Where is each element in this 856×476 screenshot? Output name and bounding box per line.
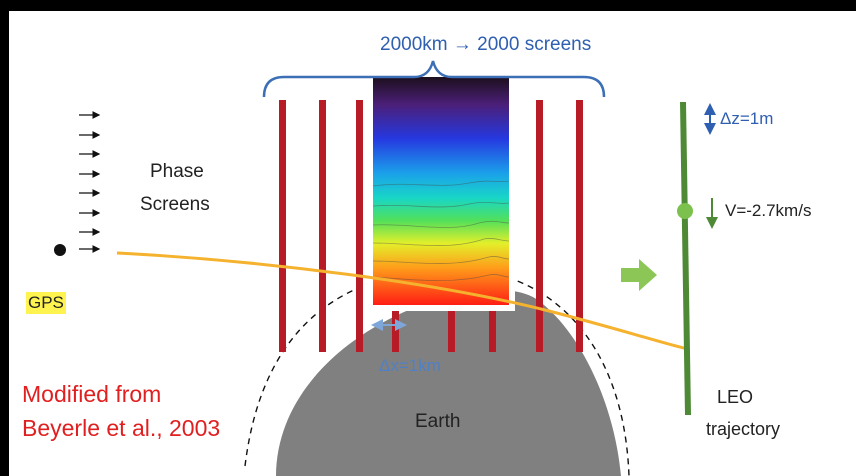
top-brace	[262, 60, 606, 98]
signal-ray	[116, 251, 689, 351]
refractivity-field-panel	[367, 75, 515, 311]
credit-line1: Modified from	[22, 381, 162, 407]
phase-screen-bar	[536, 100, 543, 352]
leo-label-line1: LEO	[717, 387, 754, 407]
top-scale-label: 2000km → 2000 screens	[380, 34, 592, 55]
phase-screen-bar	[356, 100, 363, 352]
phase-screen-bar	[576, 100, 583, 352]
earth-label: Earth	[415, 411, 461, 432]
gps-satellite-icon	[54, 244, 66, 256]
delta-x-label: Δx=1km	[379, 356, 441, 375]
phase-screen-bar	[279, 100, 286, 352]
velocity-label: V=-2.7km/s	[725, 201, 812, 220]
leo-trajectory-line	[680, 101, 691, 416]
diagram-canvas: 2000km → 2000 screens Phase Screens GPS …	[9, 11, 856, 476]
credit-line2: Beyerle et al., 2003	[22, 415, 221, 441]
block-arrow-right-icon	[621, 259, 657, 291]
incoming-wave-arrows	[79, 111, 101, 253]
leo-satellite-icon	[677, 203, 693, 219]
phase-screen-diagram	[54, 60, 718, 476]
phase-screens-label-line2: Screens	[140, 194, 210, 215]
delta-z-label: Δz=1m	[720, 109, 774, 128]
leo-label-line2: trajectory	[706, 419, 781, 439]
phase-screen-bar	[319, 100, 326, 352]
gps-label: GPS	[26, 292, 66, 314]
phase-screens-label-line1: Phase	[150, 161, 204, 182]
